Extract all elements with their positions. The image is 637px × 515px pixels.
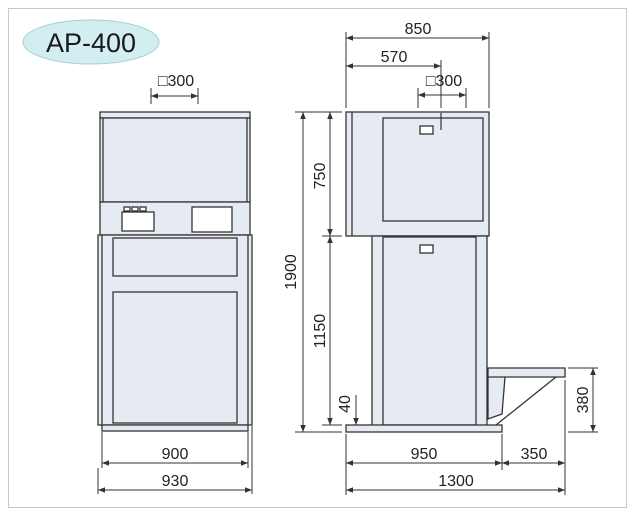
front-dimensions <box>97 88 253 494</box>
side-inlet-offset-label: 570 <box>381 49 408 66</box>
front-base-plate <box>101 424 249 432</box>
lower-inlet-marker <box>419 244 434 254</box>
side-view <box>345 111 566 433</box>
side-dimensions <box>295 32 598 495</box>
side-ramp <box>487 367 566 420</box>
side-upper-height-label: 750 <box>312 163 329 190</box>
control-display <box>121 211 155 232</box>
front-top-square-label: □300 <box>158 73 194 90</box>
front-width-inner-label: 900 <box>162 446 189 463</box>
side-lower-door <box>382 236 477 426</box>
side-ramp-height-label: 380 <box>575 387 592 414</box>
side-overall-depth-label: 1300 <box>438 473 474 490</box>
side-lower-height-label: 1150 <box>312 314 329 349</box>
side-total-height-label: 1900 <box>283 254 300 290</box>
title-badge: AP-400 <box>22 19 160 65</box>
side-base-plate <box>345 424 503 433</box>
side-base-height-label: 40 <box>337 395 354 413</box>
front-upper-body <box>99 117 251 203</box>
side-inlet-square-label: □300 <box>426 73 462 90</box>
front-window <box>191 206 233 233</box>
side-upper-hopper <box>382 117 484 222</box>
control-button-2 <box>131 206 139 212</box>
front-top-cap <box>99 111 251 119</box>
model-title: AP-400 <box>46 28 136 58</box>
upper-inlet-marker <box>419 125 434 135</box>
side-depth-label: 850 <box>405 21 432 38</box>
front-width-outer-label: 930 <box>162 473 189 490</box>
side-base-depth-label: 950 <box>411 446 438 463</box>
side-ramp-depth-label: 350 <box>521 446 548 463</box>
front-door <box>112 291 238 424</box>
front-view <box>97 111 253 432</box>
control-button-1 <box>123 206 131 212</box>
front-upper-panel <box>112 237 238 277</box>
control-button-3 <box>139 206 147 212</box>
